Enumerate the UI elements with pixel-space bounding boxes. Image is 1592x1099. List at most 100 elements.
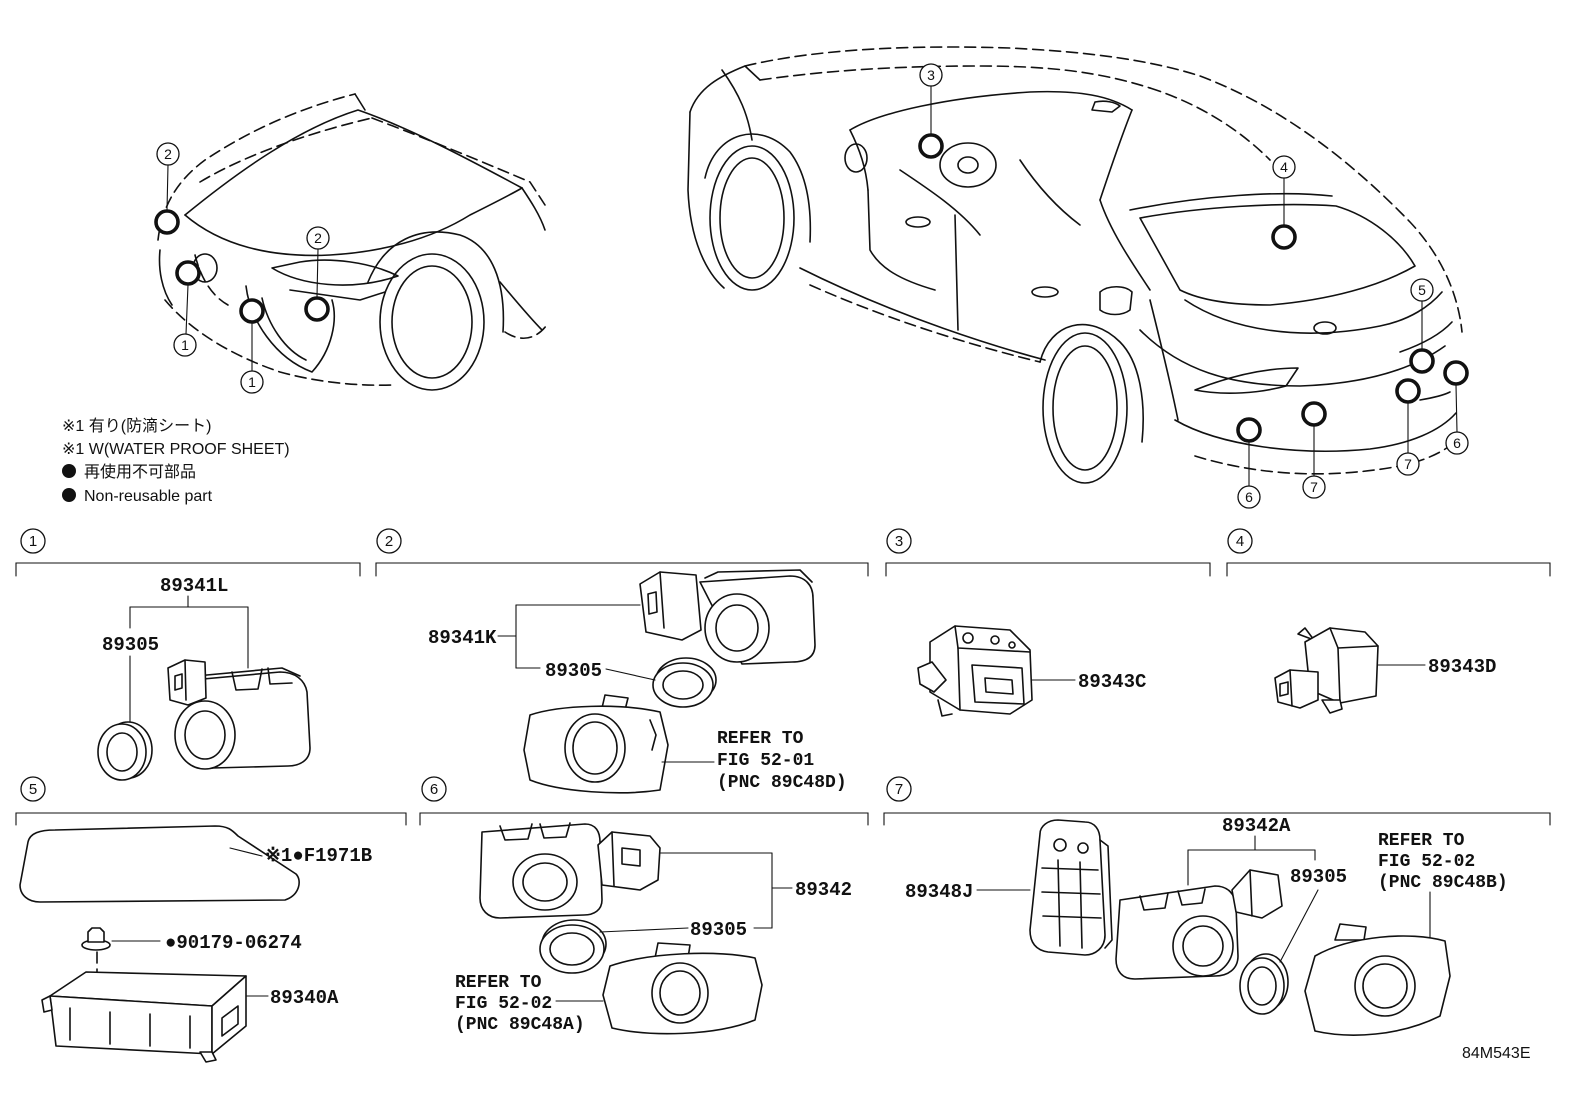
part-number-89343C: 89343C (1078, 671, 1146, 693)
ring-89305-drawing (1239, 953, 1289, 1015)
bezel-drawing (602, 942, 763, 1035)
rear-callout-5: 5 (1409, 278, 1435, 374)
location-marker (1395, 378, 1421, 404)
section-2-leaders (497, 604, 715, 763)
refer-to-label: REFER TO (455, 973, 542, 993)
part-number-89341K: 89341K (428, 627, 497, 649)
refer-pnc: (PNC 89C48B) (1378, 873, 1508, 893)
waterproof-sheet-drawing (19, 825, 300, 903)
section-6-leaders (555, 852, 793, 1002)
callout-number: 1 (248, 374, 256, 390)
location-marker (1236, 417, 1262, 443)
rear-callout-6-left: 6 (1236, 417, 1262, 509)
section-header-5: 5 (15, 776, 407, 826)
non-reusable-bullet-icon (62, 464, 76, 478)
part-number-89340A: 89340A (270, 987, 339, 1009)
section-2: 89341K 89305 REFER TO FIG 52-01 (PNC 89C… (428, 569, 847, 794)
bezel-drawing (1304, 923, 1451, 1036)
sensor-89341L-drawing (167, 659, 311, 770)
sensor-89343D-drawing (1274, 627, 1379, 714)
part-number-F1971B: ※1●F1971B (265, 845, 372, 867)
part-number-89305: 89305 (102, 634, 159, 656)
refer-figure: FIG 52-02 (455, 994, 552, 1014)
ring-89305-drawing (539, 919, 607, 974)
part-number-89342: 89342 (795, 879, 852, 901)
rear-callout-7-right: 7 (1395, 378, 1421, 476)
section-3: 89343C (917, 625, 1146, 717)
refer-figure: FIG 52-02 (1378, 852, 1475, 872)
callout-number: 3 (927, 67, 935, 83)
part-number-89341L: 89341L (160, 575, 228, 597)
section-1-leaders (129, 595, 249, 723)
part-number-89305: 89305 (1290, 866, 1347, 888)
refer-to-label: REFER TO (717, 729, 804, 749)
section-number: 6 (430, 781, 438, 798)
legend: ※1 有り(防滴シート) ※1 W(WATER PROOF SHEET) 再使用… (62, 417, 290, 505)
callout-number: 7 (1310, 479, 1318, 495)
callout-number: 6 (1245, 489, 1253, 505)
section-number: 5 (29, 781, 37, 798)
callout-number: 7 (1404, 456, 1412, 472)
part-number-89305: 89305 (690, 919, 747, 941)
rear-callout-3: 3 (918, 63, 944, 159)
legend-note-en: ※1 W(WATER PROOF SHEET) (62, 441, 290, 458)
part-number-89305: 89305 (545, 660, 602, 682)
section-number: 3 (895, 533, 903, 550)
ring-89305-drawing (97, 721, 153, 781)
refer-pnc: (PNC 89C48A) (455, 1015, 585, 1035)
section-5: ※1●F1971B ●90179-06274 89340A (19, 825, 372, 1063)
section-number: 1 (29, 533, 37, 550)
rear-callout-4: 4 (1271, 155, 1297, 250)
bracket-89348J-drawing (1029, 819, 1113, 956)
location-marker (1443, 360, 1469, 386)
front-callout-2-upper: 2 (154, 142, 180, 235)
section-6: 89342 89305 REFER TO FIG 52-02 (PNC 89C4… (455, 822, 852, 1035)
sensor-89342A-drawing (1115, 869, 1283, 980)
refer-figure: FIG 52-01 (717, 751, 814, 771)
rear-callout-6-right: 6 (1443, 360, 1469, 455)
legend-non-reusable-ja: 再使用不可部品 (84, 463, 196, 481)
ring-89305-drawing (652, 657, 717, 708)
callout-number: 2 (314, 230, 322, 246)
front-callout-1-left: 1 (173, 260, 201, 357)
callout-number: 2 (164, 146, 172, 162)
location-marker (175, 260, 201, 286)
callout-number: 6 (1453, 435, 1461, 451)
non-reusable-bullet-icon (62, 488, 76, 502)
section-number: 2 (385, 533, 393, 550)
front-car-sketch (157, 93, 547, 391)
section-5-leaders (111, 847, 269, 997)
location-marker (239, 298, 265, 324)
section-1: 89341L 89305 (97, 575, 311, 781)
callout-number: 4 (1280, 159, 1288, 175)
section-4: 89343D (1274, 627, 1496, 714)
callout-number: 5 (1418, 282, 1426, 298)
section-header-3: 3 (885, 528, 1211, 577)
section-header-6: 6 (419, 776, 869, 826)
refer-to-label: REFER TO (1378, 831, 1465, 851)
callout-number: 1 (181, 337, 189, 353)
location-marker (1271, 224, 1297, 250)
legend-note-ja: ※1 有り(防滴シート) (62, 417, 211, 435)
section-header-4: 4 (1226, 528, 1551, 577)
section-number: 7 (895, 781, 903, 798)
sensor-89341K-drawing (639, 569, 816, 665)
section-headers: 1 2 3 4 5 6 7 (15, 528, 1551, 826)
section-header-2: 2 (375, 528, 869, 577)
section-number: 4 (1236, 533, 1244, 550)
location-marker (918, 133, 944, 159)
section-header-7: 7 (883, 776, 1551, 826)
front-callout-2-lower: 2 (304, 226, 330, 322)
section-7: 89342A 89348J 89305 REFER TO FIG 52-02 (… (905, 815, 1508, 1036)
section-7-leaders (976, 835, 1431, 963)
rear-car-sketch (687, 46, 1463, 484)
part-number-89343D: 89343D (1428, 656, 1496, 678)
location-marker (1301, 401, 1327, 427)
ecu-89340A-drawing (41, 971, 247, 1063)
rear-callout-7-left: 7 (1301, 401, 1327, 499)
section-header-1: 1 (15, 528, 361, 577)
part-number-90179-06274: ●90179-06274 (165, 932, 302, 954)
figure-id: 84M543E (1462, 1045, 1531, 1062)
